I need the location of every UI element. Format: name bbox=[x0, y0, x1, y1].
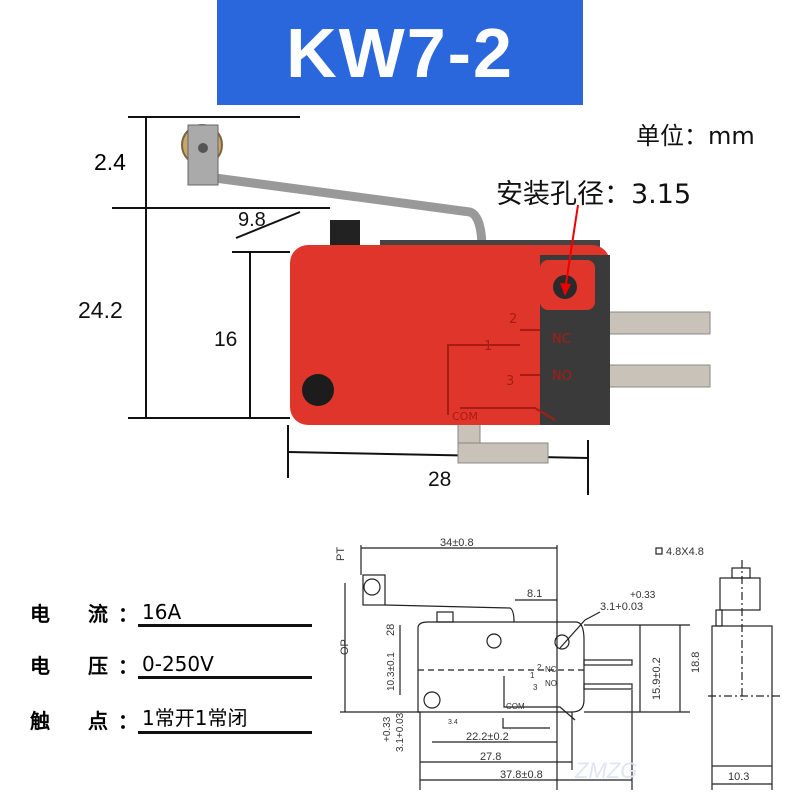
drawing-com: COM bbox=[506, 702, 525, 711]
drawing-n2: 2 bbox=[537, 663, 542, 672]
drawing-37-8: 37.8±0.8 bbox=[500, 769, 543, 781]
drawing-n3: 3 bbox=[533, 683, 538, 692]
dim-2-4: 2.4 bbox=[94, 149, 126, 175]
drawing-n1: 1 bbox=[530, 671, 535, 680]
spec-key-char: 电 bbox=[30, 654, 50, 678]
drawing-hole-tol: 3.1+0.03 bbox=[600, 601, 643, 613]
drawing-15-9: 15.9±0.2 bbox=[651, 657, 663, 700]
drawing-22-2: 22.2±0.2 bbox=[466, 731, 509, 743]
technical-drawing bbox=[340, 545, 690, 790]
spec-colon: ： bbox=[118, 709, 138, 733]
spec-colon: ： bbox=[118, 654, 138, 678]
watermark: ZMZG bbox=[574, 758, 637, 783]
dim-9-8: 9.8 bbox=[238, 209, 266, 231]
terminal-nc: NC bbox=[552, 332, 571, 347]
mounting-hole-label: 安装孔径：3.15 bbox=[496, 179, 692, 210]
spec-key-char: 电 bbox=[30, 602, 50, 626]
drawing-no: NO bbox=[545, 679, 557, 688]
spec-value: 16A bbox=[138, 600, 312, 627]
side-view-drawing bbox=[655, 547, 780, 790]
spec-key-char: 点 bbox=[88, 709, 108, 733]
spec-contacts: 触 点 ： 1常开1常闭 bbox=[30, 702, 312, 734]
spec-value: 0-250V bbox=[138, 652, 312, 679]
drawing-left-tol: 3.1+0.03 bbox=[395, 712, 406, 752]
drawing-op: OP bbox=[339, 639, 351, 655]
drawing-18-8: 18.8 bbox=[690, 652, 702, 673]
drawing-10-3: 10.3±0.1 bbox=[386, 652, 397, 691]
drawing-nc: NC bbox=[545, 665, 557, 674]
drawing-27-8: 27.8 bbox=[480, 751, 501, 763]
drawing-34: 34±0.8 bbox=[440, 537, 474, 549]
drawing-28: 28 bbox=[385, 624, 397, 636]
product-title: KW7-2 bbox=[286, 13, 514, 92]
drawing-pt: PT bbox=[335, 547, 347, 561]
terminal-no: NO bbox=[552, 369, 572, 384]
unit-label: 单位：mm bbox=[636, 122, 755, 150]
drawing-hole-tol-up: +0.33 bbox=[630, 590, 656, 601]
dim-16: 16 bbox=[214, 328, 237, 351]
dim-28: 28 bbox=[428, 468, 451, 491]
drawing-8-1: 8.1 bbox=[527, 588, 542, 600]
drawing-3-4: 3.4 bbox=[448, 719, 458, 726]
spec-key-char: 流 bbox=[88, 602, 108, 626]
terminal-com: COM bbox=[452, 410, 478, 423]
spec-key-char: 压 bbox=[88, 654, 108, 678]
terminal-3: 3 bbox=[506, 374, 514, 389]
terminal-2: 2 bbox=[509, 312, 517, 327]
switch-photo: 2 1 3 NC NO COM bbox=[181, 124, 711, 464]
spec-value: 1常开1常闭 bbox=[138, 702, 312, 734]
spec-voltage: 电 压 ： 0-250V bbox=[30, 650, 312, 679]
side-square-size: 4.8X4.8 bbox=[666, 546, 704, 558]
side-width: 10.3 bbox=[728, 771, 749, 783]
spec-key-char: 触 bbox=[30, 709, 50, 733]
title-banner: KW7-2 bbox=[217, 0, 583, 105]
spec-colon: ： bbox=[118, 602, 138, 626]
drawing-left-tol-up: +0.33 bbox=[382, 716, 393, 742]
terminal-1: 1 bbox=[484, 339, 492, 354]
spec-current: 电 流 ： 16A bbox=[30, 598, 312, 627]
dim-24-2: 24.2 bbox=[78, 297, 123, 323]
